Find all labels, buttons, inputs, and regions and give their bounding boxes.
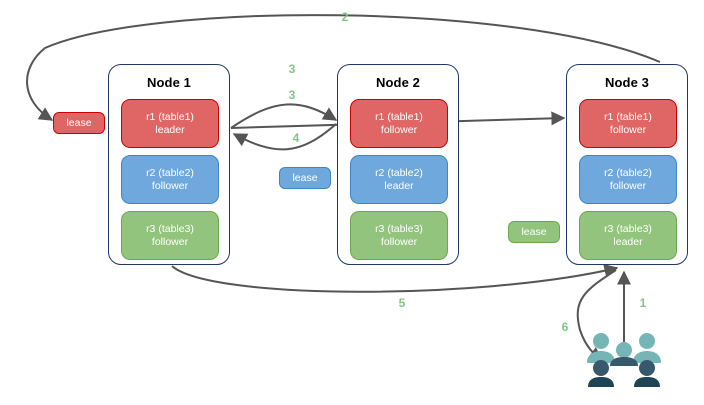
arrow-step-4 <box>232 123 337 151</box>
replica-label-line1: r2 (table2) <box>375 166 423 179</box>
clients-people-icon <box>587 333 661 387</box>
node-1-title: Node 1 <box>147 75 191 90</box>
replica-label-line1: r3 (table3) <box>146 222 194 235</box>
person-body-back-left <box>587 351 615 363</box>
replica-label-line2: follower <box>151 179 189 192</box>
node-2-replica-r3[interactable]: r3 (table3) follower <box>350 211 448 260</box>
lease-blue-badge[interactable]: lease <box>279 167 331 189</box>
replica-label-line2: leader <box>155 123 185 136</box>
replica-label-line2: follower <box>380 235 418 248</box>
replica-label-line2: leader <box>384 179 414 192</box>
person-head-front-left <box>593 360 609 376</box>
step-label-6: 6 <box>561 320 569 334</box>
node-1-replica-r3[interactable]: r3 (table3) follower <box>121 211 219 260</box>
node-3-replica-r1[interactable]: r1 (table1) follower <box>579 99 677 148</box>
step-label-1: 1 <box>639 296 647 310</box>
replica-label-line2: follower <box>609 179 647 192</box>
node-1-replica-r1[interactable]: r1 (table1) leader <box>121 99 219 148</box>
arrow-step-3-lower <box>230 103 338 129</box>
arrow-step-5 <box>171 264 619 293</box>
replica-label-line1: r1 (table1) <box>604 110 652 123</box>
node-2-box[interactable]: Node 2 r1 (table1) follower r2 (table2) … <box>337 64 459 265</box>
lease-green-badge[interactable]: lease <box>508 221 560 243</box>
step-label-4: 4 <box>292 131 300 145</box>
person-head-front-right <box>639 360 655 376</box>
replica-label-line2: follower <box>609 123 647 136</box>
person-body-back-right <box>633 351 661 363</box>
person-head-back-left <box>593 333 609 349</box>
lease-red-badge[interactable]: lease <box>53 112 105 134</box>
node-3-box[interactable]: Node 3 r1 (table1) follower r2 (table2) … <box>566 64 688 265</box>
step-label-2: 2 <box>341 10 349 24</box>
arrow-step-2 <box>26 14 661 121</box>
person-body-front-left <box>588 377 614 387</box>
node-2-title: Node 2 <box>376 75 420 90</box>
node-2-replica-r1[interactable]: r1 (table1) follower <box>350 99 448 148</box>
replica-label-line1: r1 (table1) <box>146 110 194 123</box>
replica-label-line1: r1 (table1) <box>375 110 423 123</box>
node-3-title: Node 3 <box>605 75 649 90</box>
person-head-back-right <box>639 333 655 349</box>
step-label-3a: 3 <box>288 62 296 76</box>
replica-label-line1: r3 (table3) <box>375 222 423 235</box>
replica-label-line1: r2 (table2) <box>604 166 652 179</box>
replica-label-line2: follower <box>151 235 189 248</box>
replica-label-line1: r3 (table3) <box>604 222 652 235</box>
node-3-replica-r2[interactable]: r2 (table2) follower <box>579 155 677 204</box>
replica-label-line2: follower <box>380 123 418 136</box>
node-3-replica-r3[interactable]: r3 (table3) leader <box>579 211 677 260</box>
person-body-middle <box>610 357 638 366</box>
step-label-3b: 3 <box>288 88 296 102</box>
node-2-replica-r2[interactable]: r2 (table2) leader <box>350 155 448 204</box>
node-1-box[interactable]: Node 1 r1 (table1) leader r2 (table2) fo… <box>108 64 230 265</box>
person-head-middle <box>616 342 632 358</box>
person-body-front-right <box>634 377 660 387</box>
replica-label-line2: leader <box>613 235 643 248</box>
replica-label-line1: r2 (table2) <box>146 166 194 179</box>
node-1-replica-r2[interactable]: r2 (table2) follower <box>121 155 219 204</box>
step-label-5: 5 <box>398 296 406 310</box>
